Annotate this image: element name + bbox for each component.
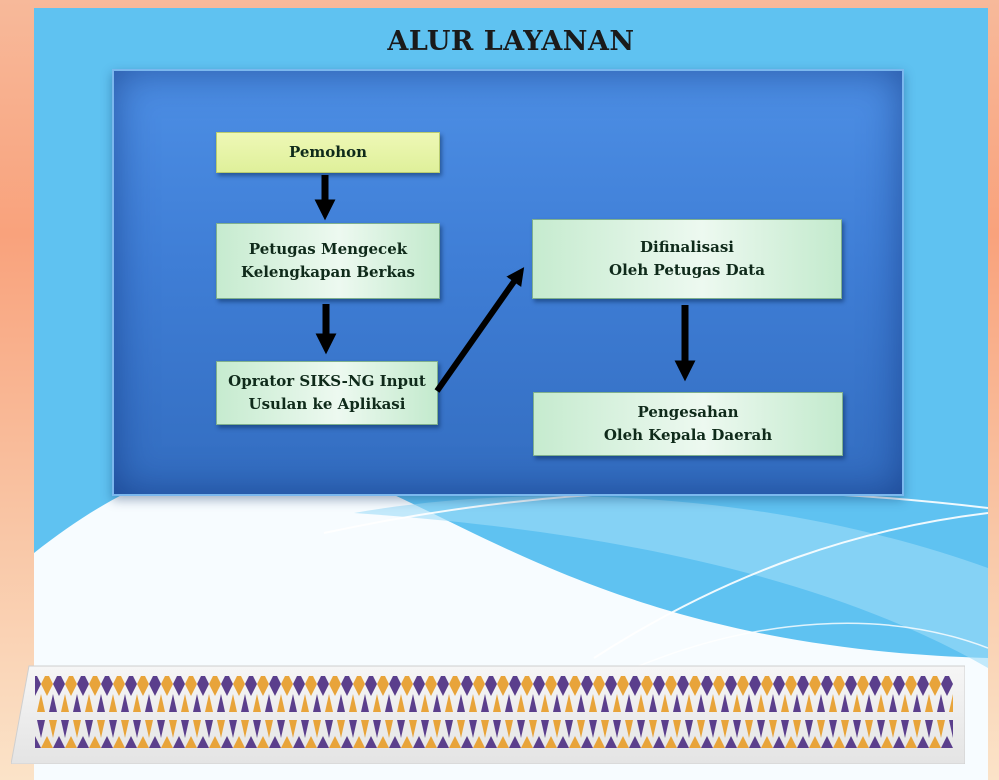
box-pemohon: Pemohon [216,132,440,173]
box-pengesahan-line2: Oleh Kepala Daerah [603,426,773,444]
flow-arrows [314,175,696,393]
decorative-pattern-border [11,665,965,764]
box-pengesahan: Pengesahan Oleh Kepala Daerah [533,392,843,456]
box-operator-line1: Oprator SIKS-NG Input [228,372,426,390]
box-petugas-mengecek: Petugas Mengecek Kelengkapan Berkas [216,223,440,299]
box-pengesahan-line1: Pengesahan [637,403,739,421]
box-difinalisasi-line1: Difinalisasi [640,238,734,256]
box-operator-input: Oprator SIKS-NG Input Usulan ke Aplikasi [216,361,438,425]
page-title: ALUR LAYANAN [387,26,635,57]
box-petugas-line2: Kelengkapan Berkas [240,263,416,281]
arrow-operator-to-difinalisasi [434,267,525,393]
box-petugas-line1: Petugas Mengecek [248,240,408,258]
box-difinalisasi-line2: Oleh Petugas Data [609,261,765,279]
box-difinalisasi: Difinalisasi Oleh Petugas Data [532,219,842,299]
slide: ALUR LAYANAN Pemohon Petugas Mengecek Ke… [34,8,988,780]
box-operator-line2: Usulan ke Aplikasi [248,395,406,413]
box-pemohon-label: Pemohon [288,143,368,161]
